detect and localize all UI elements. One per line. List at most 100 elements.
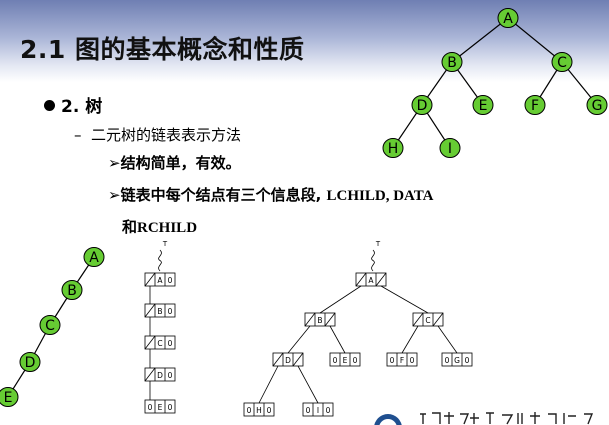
cell-pointer-mark — [144, 303, 156, 318]
tree-edge — [507, 17, 563, 63]
bullet-dot-icon — [44, 100, 55, 111]
cell-data: A — [157, 276, 163, 285]
tree-node-e — [472, 95, 494, 115]
tree-node-label: H — [388, 141, 399, 157]
cell-lchild: 0 — [148, 403, 153, 412]
arrow-marker-icon: ➢ — [108, 186, 121, 204]
cell-rchild: 0 — [168, 371, 173, 380]
bullet-tree-label: 2. 树 — [61, 97, 103, 117]
tree-node-label: C — [557, 55, 567, 71]
bullet-three-fields: ➢链表中每个结点有三个信息段, LCHILD, DATA — [108, 184, 433, 205]
bullet-tree: 2. 树 — [44, 92, 102, 117]
pointer-t-label: T — [375, 240, 381, 248]
cell-rchild: 0 — [168, 307, 173, 316]
bullet-three-fields-cont: 和RCHILD — [122, 216, 197, 237]
cell-box — [144, 399, 176, 414]
cell-pointer-mark — [324, 312, 336, 327]
cell-rchild: 0 — [465, 356, 470, 365]
tree-node-a — [497, 8, 519, 28]
cell-data: H — [256, 406, 262, 415]
cell-pointer-mark — [412, 312, 424, 327]
cell-rchild: 0 — [168, 276, 173, 285]
cell-data: G — [454, 356, 460, 365]
tree-node-d — [411, 95, 433, 115]
tree-node-label: F — [531, 98, 539, 114]
cell-pointer-mark — [292, 352, 304, 367]
cell-data: F — [400, 356, 404, 365]
logo-banner — [372, 410, 609, 425]
tree-node-b — [61, 280, 83, 300]
bullet-simple-effective: ➢结构简单，有效。 — [108, 152, 241, 173]
tree-node-label: D — [417, 98, 428, 114]
cell-pointer-mark — [355, 272, 367, 287]
tree-node-label: B — [447, 55, 457, 71]
cell-rchild: 0 — [168, 403, 173, 412]
bullet-three-fields-cont-prefix: 和 — [122, 218, 138, 236]
cell-data: I — [317, 406, 319, 415]
bullet-three-fields-prefix: 链表中每个结点有三个信息段, — [120, 186, 322, 204]
arrow-marker-icon: ➢ — [108, 154, 121, 172]
child-pointer — [287, 325, 311, 354]
cell-lchild: 0 — [247, 406, 252, 415]
cell-rchild: 0 — [410, 356, 415, 365]
cell-pointer-mark — [272, 352, 284, 367]
cell-pointer-mark — [375, 272, 387, 287]
cell-rchild: 0 — [168, 339, 173, 348]
tree-node-c — [39, 315, 61, 335]
tree-node-d — [19, 352, 41, 372]
tree-node-label: G — [592, 98, 603, 114]
cell-data: C — [425, 316, 430, 325]
cell-data: B — [317, 316, 322, 325]
tree-node-label: E — [4, 390, 13, 406]
bullet-three-fields-cont-name: RCHILD — [137, 220, 198, 236]
cell-data: A — [368, 276, 374, 285]
pointer-t-label: T — [162, 240, 168, 248]
cell-rchild: 0 — [326, 406, 331, 415]
tree-node-h — [382, 138, 404, 158]
pointer-squiggle — [371, 249, 375, 272]
cell-lchild: 0 — [306, 406, 311, 415]
cell-rchild: 0 — [353, 356, 358, 365]
child-pointer — [297, 365, 319, 404]
binary-tree-top: A B C D E F G H I — [382, 8, 608, 158]
tree-edge — [451, 17, 509, 63]
pointer-squiggle — [158, 249, 162, 272]
cell-pointer-mark — [144, 367, 156, 382]
cell-data: E — [343, 356, 348, 365]
child-pointer — [437, 325, 458, 354]
tree-node-label: E — [479, 98, 488, 114]
tree-node-f — [524, 95, 546, 115]
cell-data: E — [158, 403, 163, 412]
tree-node-label: A — [89, 250, 99, 266]
bullet-binary-tree-list: – 二元树的链表表示方法 — [74, 124, 241, 145]
tree-node-label: B — [67, 283, 77, 299]
tree-node-c — [551, 52, 573, 72]
tree-node-label: A — [503, 11, 513, 27]
cell-lchild: 0 — [333, 356, 338, 365]
university-logo-icon — [374, 412, 594, 425]
cell-pointer-mark — [304, 312, 316, 327]
child-pointer — [401, 325, 419, 354]
tree-node-label: I — [448, 141, 452, 157]
slide-title: 2.1 图的基本概念和性质 — [20, 35, 305, 64]
bullet-simple-effective-label: 结构简单，有效。 — [120, 154, 241, 172]
child-pointer — [380, 285, 429, 314]
cell-lchild: 0 — [390, 356, 395, 365]
dash-marker: – — [74, 126, 82, 144]
cell-pointer-mark — [144, 272, 156, 287]
tree-node-i — [439, 138, 461, 158]
cell-pointer-mark — [144, 335, 156, 350]
bullet-three-fields-names: LCHILD, DATA — [326, 188, 434, 204]
child-pointer — [329, 325, 346, 354]
bullet-binary-tree-list-label: 二元树的链表表示方法 — [91, 126, 242, 144]
